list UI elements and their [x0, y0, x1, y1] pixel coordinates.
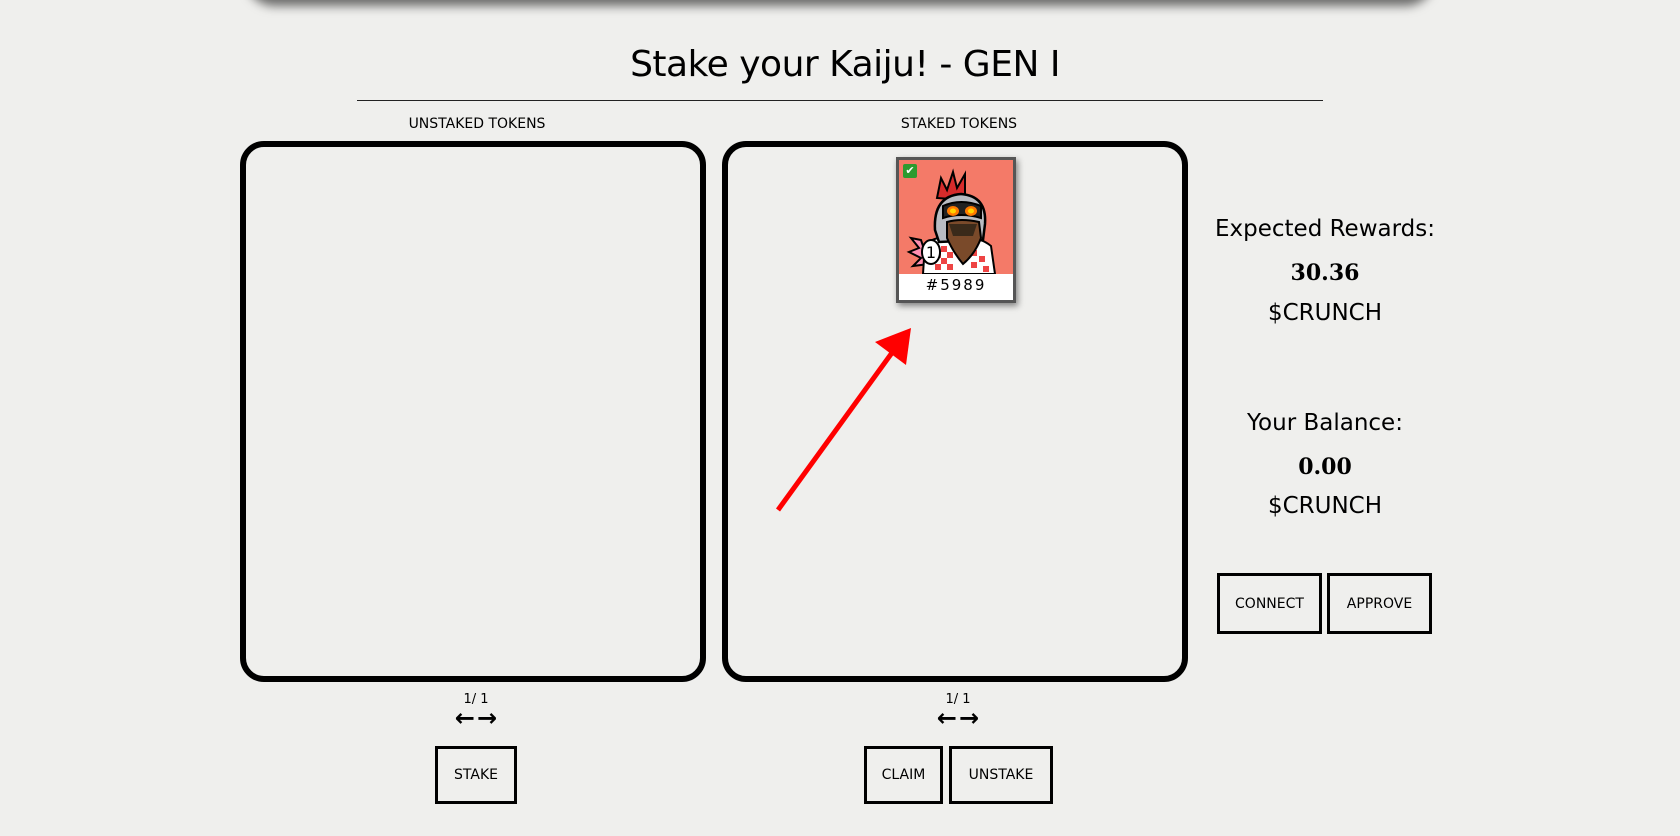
- token-card[interactable]: ✔: [896, 157, 1016, 303]
- red-arrow-annotation-icon: [770, 320, 920, 524]
- balance-value: 0.00: [1298, 454, 1352, 480]
- page-title: Stake your Kaiju! - GEN I: [630, 44, 1060, 85]
- unstaked-next-arrow-icon[interactable]: →: [477, 704, 498, 732]
- balance-label: Your Balance:: [1247, 410, 1403, 436]
- token-id: #5989: [925, 276, 987, 294]
- unstaked-page-count: 1/ 1: [463, 692, 489, 707]
- approve-button[interactable]: APPROVE: [1327, 573, 1432, 634]
- unstaked-tokens-label: UNSTAKED TOKENS: [408, 116, 546, 132]
- svg-text:1: 1: [926, 243, 936, 262]
- unstaked-tokens-panel[interactable]: [240, 141, 706, 682]
- staked-tokens-label: STAKED TOKENS: [900, 116, 1018, 132]
- unstaked-pager: 1/ 1 ← →: [436, 692, 516, 732]
- expected-rewards-unit: $CRUNCH: [1267, 300, 1383, 326]
- staked-pager: 1/ 1 ← →: [918, 692, 998, 732]
- claim-button[interactable]: CLAIM: [864, 746, 943, 804]
- selected-check-icon[interactable]: ✔: [903, 164, 917, 178]
- staked-page-count: 1/ 1: [945, 692, 971, 707]
- unstaked-prev-arrow-icon[interactable]: ←: [454, 704, 475, 732]
- expected-rewards-value: 30.36: [1290, 260, 1360, 286]
- unstake-button[interactable]: UNSTAKE: [949, 746, 1053, 804]
- stake-button[interactable]: STAKE: [435, 746, 517, 804]
- balance-unit: $CRUNCH: [1267, 493, 1383, 519]
- staked-next-arrow-icon[interactable]: →: [959, 704, 980, 732]
- kaiju-avatar-image: 1: [899, 160, 1013, 274]
- connect-button[interactable]: CONNECT: [1217, 573, 1322, 634]
- title-divider: [357, 100, 1323, 101]
- staked-prev-arrow-icon[interactable]: ←: [936, 704, 957, 732]
- expected-rewards-label: Expected Rewards:: [1214, 216, 1435, 242]
